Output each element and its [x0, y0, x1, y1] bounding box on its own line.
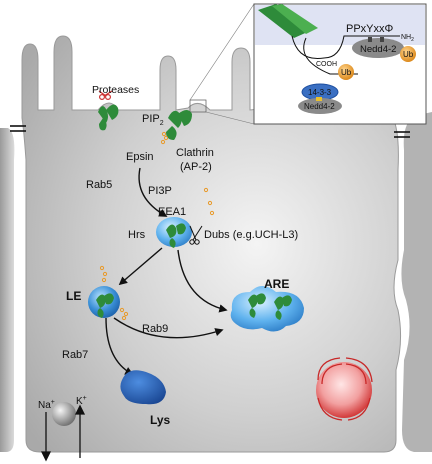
arrow-rab7: [105, 317, 134, 375]
k-label: K+: [76, 395, 87, 407]
are-label: ARE: [264, 277, 289, 291]
lysosome: [120, 370, 166, 405]
clathrin-coated-receptor: [166, 110, 192, 140]
receptor-early-endosome: [166, 223, 186, 248]
free-ubiquitin-dots: [99, 187, 215, 283]
rab5-label: Rab5: [86, 179, 112, 191]
nedd4-2-top: [352, 38, 404, 58]
cooh-label: COOH: [316, 61, 337, 68]
arrow-to-late-endosome: [118, 247, 163, 286]
phospho-site: [316, 97, 322, 101]
dubs-label: Dubs (e.g.UCH-L3): [204, 229, 298, 241]
receptor-late-endosome: [96, 293, 114, 318]
arrow-endocytosis: [138, 167, 168, 217]
le-label: LE: [66, 289, 81, 303]
ub-cooh: [338, 64, 354, 80]
arrow-rab9: [113, 317, 224, 339]
tight-junction-left: [10, 125, 26, 132]
hrs-label: Hrs: [128, 229, 146, 241]
ap2-label: (AP-2): [180, 161, 212, 173]
nedd4-2-bottom: [298, 98, 342, 114]
inset-panel: PPxYxxΦ NH2 Nedd4-2 Ub COOH Ub 14-3-3 Ne…: [253, 3, 427, 125]
arrow-to-recycling: [177, 249, 228, 313]
ub-nedd4-label: Ub: [403, 50, 414, 59]
zoom-box: [189, 99, 207, 113]
ub-nedd4: [400, 46, 416, 62]
left-neighbor-cell: [0, 128, 15, 452]
rab9-label: Rab9: [142, 323, 168, 335]
na-label: Na+: [38, 399, 55, 411]
transmembrane-helix: [258, 4, 318, 38]
protease-scissors-icon: [98, 90, 113, 100]
golgi: [316, 362, 372, 418]
motif-label: PPxYxxΦ: [346, 23, 394, 35]
dubs-scissors-icon: [189, 225, 203, 245]
nedd4-top-label: Nedd4-2: [360, 44, 396, 55]
tight-junction-right: [394, 131, 410, 138]
epsin-label: Epsin: [126, 151, 154, 163]
callout-line-right: [205, 111, 255, 125]
proteases-label: Proteases: [92, 84, 139, 96]
rab7-label: Rab7: [62, 349, 88, 361]
ubiquitin-dots-late-endosome: [119, 307, 129, 321]
golgi-stacks: [317, 357, 373, 421]
enac-receptor-surface: [98, 104, 119, 131]
nedd4-bottom-label: Nedd4-2: [304, 102, 335, 111]
clathrin-label: Clathrin: [176, 147, 214, 159]
na-k-atpase: [52, 402, 76, 426]
ion-arrows: [40, 404, 86, 462]
c-terminal-tail: [303, 37, 358, 75]
eea1-label: EEA1: [158, 206, 186, 218]
cytoplasmic-tail: [291, 35, 400, 60]
right-neighbor-cell: [401, 112, 432, 452]
pip2-label: PIP2: [142, 113, 164, 127]
ub-cooh-label: Ub: [341, 68, 352, 77]
pi3p-label: PI3P: [148, 185, 172, 197]
receptor-recycling-endosome: [248, 293, 292, 320]
nh2-label: NH2: [401, 34, 414, 43]
callout-line-left: [189, 3, 255, 101]
ww-domain-1: [368, 37, 372, 42]
14-3-3-label: 14-3-3: [308, 88, 332, 97]
ubiquitin-dots-clathrin: [160, 131, 169, 145]
lys-label: Lys: [150, 413, 171, 427]
ww-domain-2: [380, 37, 384, 42]
